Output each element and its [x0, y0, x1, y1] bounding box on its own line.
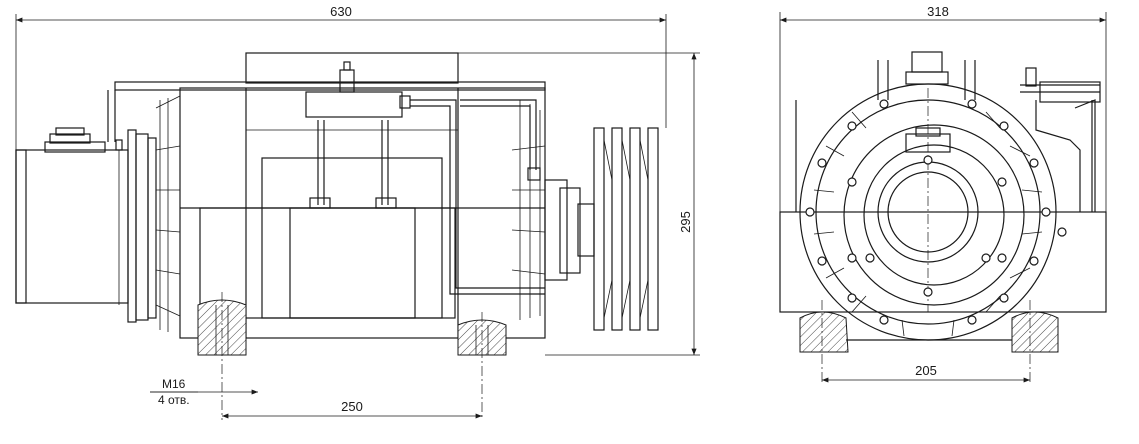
- dimension-205: 205: [822, 363, 1030, 383]
- dimension-label-318: 318: [927, 4, 949, 19]
- dimension-295: 295: [458, 52, 700, 356]
- gearbox-body: [107, 52, 546, 339]
- thread-size-label: M16: [162, 377, 186, 391]
- dimension-318: 318: [779, 4, 1107, 212]
- dimension-630: 630: [15, 4, 667, 150]
- dimension-label-295: 295: [678, 211, 693, 233]
- dimension-label-630: 630: [330, 4, 352, 19]
- dimension-label-205: 205: [915, 363, 937, 378]
- front-foot-left: [799, 311, 849, 353]
- thread-callout: M16 4 отв.: [150, 377, 258, 407]
- cooling-ribs: [813, 111, 1043, 337]
- flange-bolts: [805, 99, 1067, 325]
- front-view: 318 205: [779, 4, 1107, 384]
- holes-count-label: 4 отв.: [158, 393, 190, 407]
- side-view: 630 295 250 M16 4 отв.: [15, 4, 700, 420]
- pulley: [544, 127, 659, 331]
- dimension-250: 250: [222, 399, 482, 419]
- motor-housing: [15, 127, 129, 304]
- front-foot-right: [1011, 311, 1059, 353]
- motor-flange: [115, 129, 157, 323]
- mounting-feet: [197, 292, 507, 420]
- dimension-label-250: 250: [341, 399, 363, 414]
